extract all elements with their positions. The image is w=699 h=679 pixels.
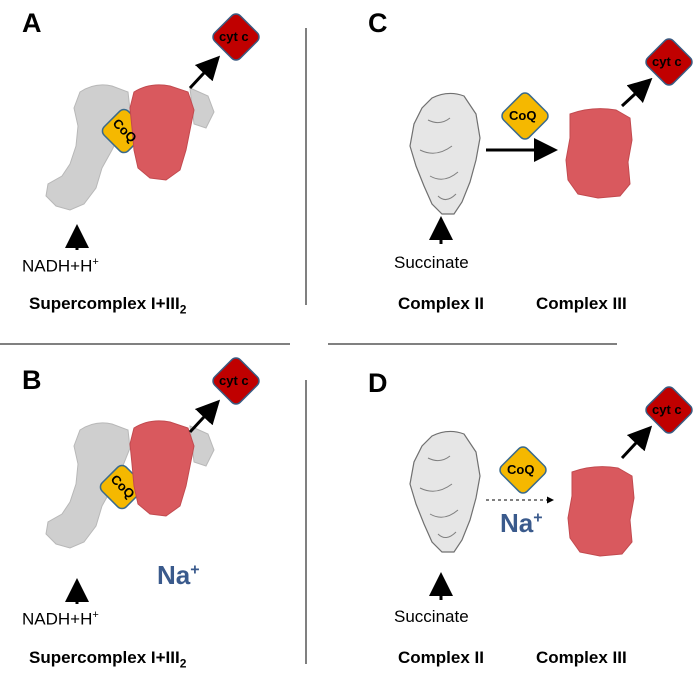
caption-a: Supercomplex I+III2: [29, 294, 187, 317]
caption-right-d: Complex III: [536, 648, 627, 667]
cytc-label-b: cyt c: [219, 373, 249, 388]
panel-b-graphic: [45, 357, 260, 604]
panel-letter-a: A: [22, 8, 42, 38]
cytc-label-c: cyt c: [652, 54, 682, 69]
complex-ii-texture: [419, 455, 459, 538]
panel-letter-b: B: [22, 365, 42, 395]
substrate-label-d: Succinate: [394, 607, 469, 626]
inhibitor-label-d: Na+: [500, 508, 543, 538]
complex-iii-shape: [129, 420, 195, 517]
complex-i-arm: [189, 425, 215, 467]
substrate-label-c: Succinate: [394, 253, 469, 272]
caption-left-d: Complex II: [398, 648, 484, 667]
caption-b: Supercomplex I+III2: [29, 648, 187, 671]
coq-badge-d: [499, 446, 547, 494]
coq-label-d: CoQ: [507, 462, 535, 477]
complex-ii-texture: [419, 117, 459, 200]
panel-letter-d: D: [368, 368, 388, 398]
cytc-label-d: cyt c: [652, 402, 682, 417]
complex-i-arm: [189, 87, 215, 129]
substrate-label-a: NADH+H+: [22, 256, 99, 276]
cytc-badge-b: [212, 357, 260, 405]
panel-letter-c: C: [368, 8, 388, 38]
arrow-to-cytc-a: [188, 55, 221, 90]
complex-iii-shape: [129, 84, 195, 181]
complex-iii-shape: [565, 108, 633, 199]
complex-iii-shape: [567, 466, 635, 557]
cytc-badge-d: [645, 386, 693, 434]
substrate-label-b: NADH+H+: [22, 609, 99, 629]
caption-right-c: Complex III: [536, 294, 627, 313]
panel-c-graphic: [409, 38, 693, 244]
arrow-to-cytc-c: [620, 77, 653, 108]
cytc-label-a: cyt c: [219, 29, 249, 44]
caption-left-c: Complex II: [398, 294, 484, 313]
coq-badge-c: [501, 92, 549, 140]
arrow-to-cytc-d: [620, 425, 653, 460]
complex-ii-shape: [409, 92, 481, 215]
complex-ii-shape: [409, 430, 481, 553]
panel-d-graphic: [409, 386, 693, 600]
coq-label-c: CoQ: [509, 108, 537, 123]
cytc-badge-a: [212, 13, 260, 61]
arrow-to-cytc-b: [188, 399, 221, 434]
inhibitor-label-b: Na+: [157, 560, 200, 590]
panel-a-graphic: [45, 13, 260, 250]
cytc-badge-c: [645, 38, 693, 86]
